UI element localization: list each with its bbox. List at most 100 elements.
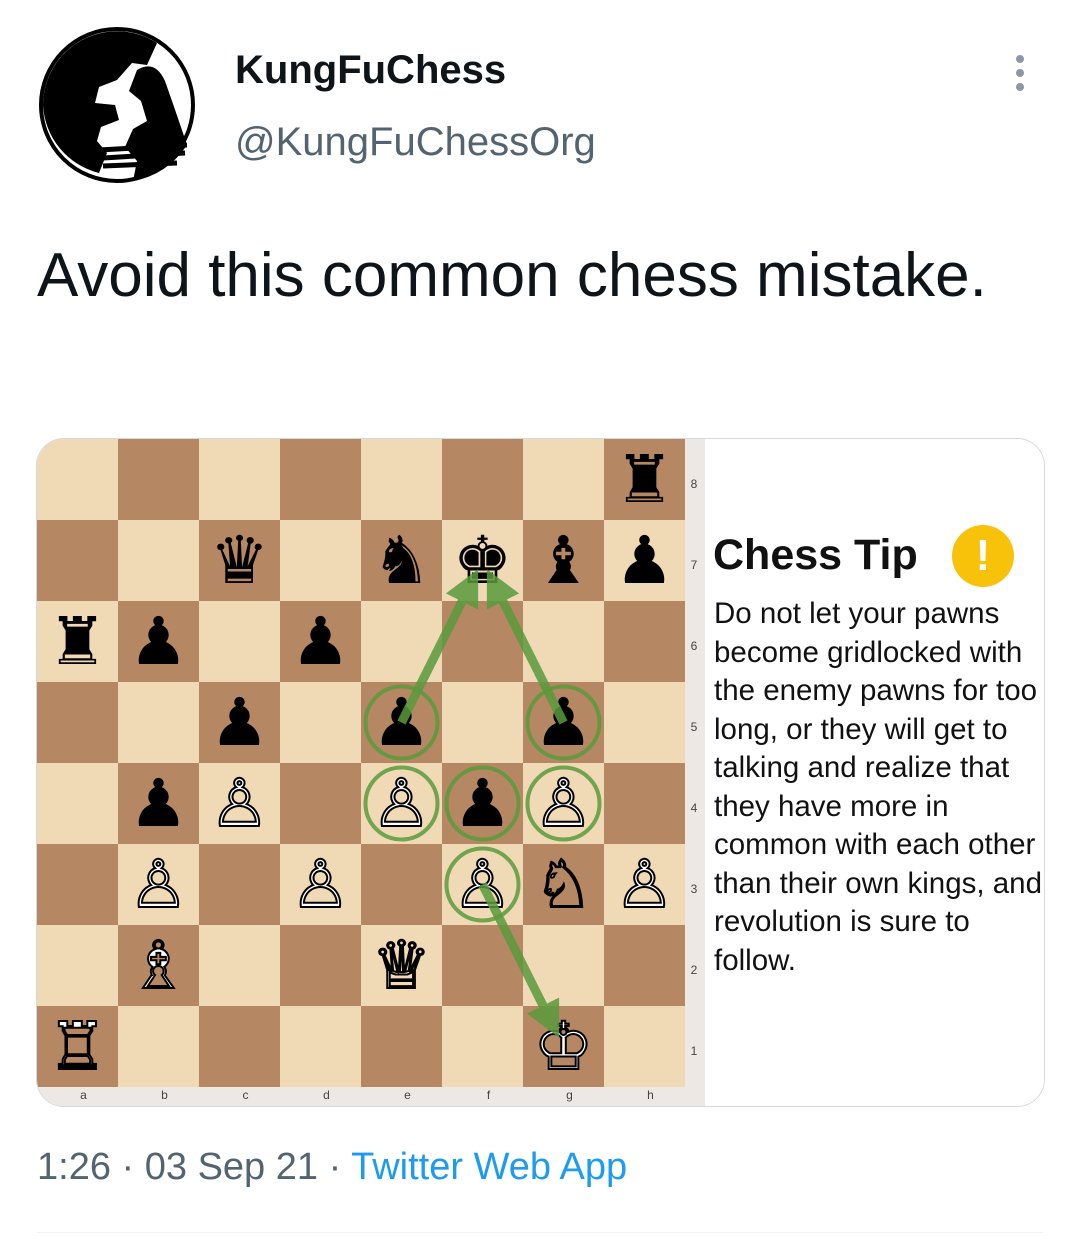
board-square [280, 1006, 361, 1087]
board-square [199, 844, 280, 925]
white-bishop-icon: ♗ [128, 926, 189, 1005]
board-square [199, 682, 280, 763]
tip-title: Chess Tip [713, 531, 918, 579]
knight-logo-icon [43, 31, 157, 174]
board-square [280, 763, 361, 844]
white-pawn-icon: ♙ [290, 845, 351, 924]
board-square [361, 439, 442, 520]
black-king-icon: ♚ [452, 522, 513, 599]
black-knight-icon: ♞ [371, 522, 432, 599]
board-square [199, 925, 280, 1006]
board-square [361, 925, 442, 1006]
white-pawn-icon: ♙ [533, 764, 594, 843]
white-king-icon: ♔ [533, 1007, 594, 1086]
board-square [199, 1006, 280, 1087]
file-label: a [80, 1088, 87, 1102]
tweet-metadata: 1:26 · 03 Sep 21 · Twitter Web App [37, 1146, 627, 1189]
file-label: c [242, 1088, 249, 1102]
white-pawn-icon: ♙ [614, 845, 675, 924]
board-square [118, 601, 199, 682]
tweet-date[interactable]: 03 Sep 21 [144, 1146, 319, 1188]
file-label: f [486, 1088, 491, 1102]
board-square [442, 439, 523, 520]
black-pawn-icon: ♟ [614, 522, 675, 599]
rank-label: 8 [690, 477, 698, 491]
board-square [280, 601, 361, 682]
board-square [442, 1006, 523, 1087]
board-square [37, 844, 118, 925]
white-queen-icon: ♕ [371, 926, 432, 1005]
black-pawn-icon: ♟ [209, 684, 270, 761]
board-square [37, 1006, 118, 1087]
board-square [199, 763, 280, 844]
rank-label: 4 [690, 801, 698, 815]
board-square [523, 925, 604, 1006]
tweet-text: Avoid this common chess mistake. [37, 241, 987, 310]
board-square [604, 844, 685, 925]
black-pawn-icon: ♟ [290, 603, 351, 680]
divider [37, 1232, 1043, 1233]
exclamation-icon: ! [952, 525, 1014, 587]
file-label: g [566, 1088, 573, 1102]
white-pawn-icon: ♙ [209, 764, 270, 843]
file-label: e [404, 1088, 411, 1102]
avatar[interactable] [37, 25, 197, 185]
author-handle[interactable]: @KungFuChessOrg [235, 120, 596, 164]
rank-label: 5 [690, 720, 698, 734]
board-square [37, 601, 118, 682]
board-square [118, 1006, 199, 1087]
board-square [280, 844, 361, 925]
board-square [361, 844, 442, 925]
board-square [604, 520, 685, 601]
black-queen-icon: ♛ [209, 522, 270, 599]
board-square [523, 601, 604, 682]
white-pawn-icon: ♙ [452, 845, 513, 924]
board-square [604, 1006, 685, 1087]
rank-label: 7 [690, 558, 698, 572]
more-options-icon[interactable] [1006, 55, 1034, 99]
board-square [118, 439, 199, 520]
black-rook-icon: ♜ [614, 441, 675, 518]
meta-separator: · [121, 1146, 135, 1188]
tweet-time[interactable]: 1:26 [37, 1146, 111, 1188]
board-square [604, 601, 685, 682]
board-square [604, 439, 685, 520]
board-square [37, 763, 118, 844]
board-square [442, 601, 523, 682]
file-label: h [647, 1088, 654, 1102]
board-square [523, 439, 604, 520]
board-square [280, 925, 361, 1006]
rank-label: 2 [690, 963, 698, 977]
board-square [442, 925, 523, 1006]
black-pawn-icon: ♟ [452, 765, 513, 842]
black-pawn-icon: ♟ [371, 684, 432, 761]
board-square [37, 682, 118, 763]
tweet-source-link[interactable]: Twitter Web App [351, 1146, 628, 1188]
white-rook-icon: ♖ [47, 1007, 108, 1086]
white-knight-icon: ♘ [533, 845, 594, 924]
black-bishop-icon: ♝ [533, 522, 594, 599]
file-label: d [323, 1088, 330, 1102]
black-rook-icon: ♜ [47, 603, 108, 680]
board-square [604, 682, 685, 763]
board-square [118, 844, 199, 925]
board-square [280, 520, 361, 601]
white-pawn-icon: ♙ [128, 845, 189, 924]
board-square [361, 1006, 442, 1087]
black-pawn-icon: ♟ [128, 603, 189, 680]
board-square [199, 520, 280, 601]
board-square [361, 601, 442, 682]
black-pawn-icon: ♟ [128, 765, 189, 842]
file-label: b [161, 1088, 168, 1102]
board-square [280, 439, 361, 520]
author-name[interactable]: KungFuChess [235, 48, 507, 92]
board-square [280, 682, 361, 763]
board-square [118, 520, 199, 601]
tip-text: Do not let your pawns become gridlocked … [714, 597, 1042, 977]
rank-label: 3 [690, 882, 698, 896]
board-square [199, 439, 280, 520]
board-square [118, 682, 199, 763]
board-square [199, 601, 280, 682]
